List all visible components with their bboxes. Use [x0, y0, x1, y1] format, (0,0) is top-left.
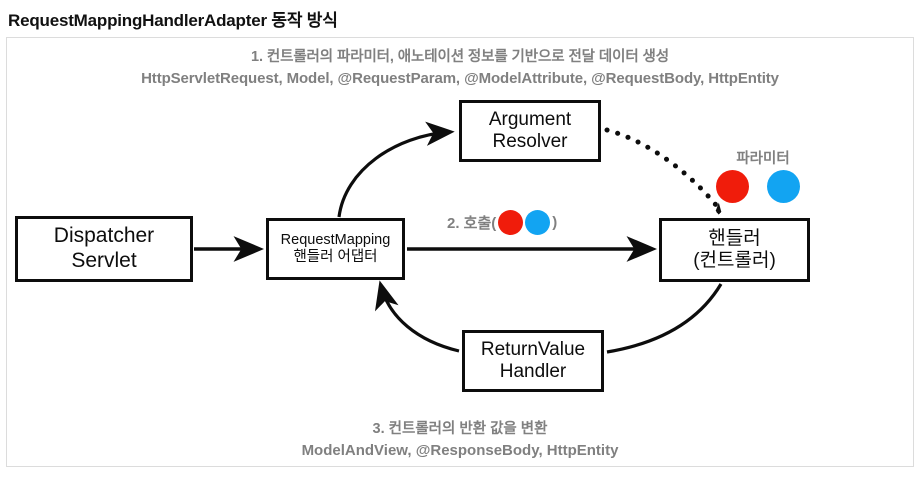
caption-step1-line1: 1. 컨트롤러의 파라미터, 애노테이션 정보를 기반으로 전달 데이터 생성 [251, 49, 669, 65]
edge-argument-resolver-to-handler [604, 127, 720, 210]
caption-step3-line2: ModelAndView, @ResponseBody, HttpEntity [301, 442, 619, 459]
node-handler-controller-line-1: 핸들러 [708, 227, 761, 249]
caption-step1-line2: HttpServletRequest, Model, @RequestParam… [141, 70, 779, 87]
node-handler-adapter: RequestMapping 핸들러 어댑터 [266, 218, 405, 280]
node-return-value-handler-line-1: ReturnValue [480, 338, 586, 360]
label-step2-prefix: 2. 호출( [447, 215, 497, 232]
edge-adapter-to-argument-resolver [337, 121, 455, 218]
node-argument-resolver: Argument Resolver [459, 100, 601, 162]
label-step2-suffix: ) [552, 214, 558, 231]
parameter-dots [716, 170, 800, 203]
page-title: RequestMappingHandlerAdapter 동작 방식 [8, 11, 338, 30]
caption-step3-line1: 3. 컨트롤러의 반환 값을 변환 [372, 421, 548, 437]
node-handler-adapter-line-2: 핸들러 어댑터 [293, 249, 378, 265]
diagram-canvas: 1. 컨트롤러의 파라미터, 애노테이션 정보를 기반으로 전달 데이터 생성 … [7, 38, 913, 466]
node-argument-resolver-line-1: Argument [488, 108, 572, 130]
node-return-value-handler: ReturnValue Handler [462, 330, 604, 392]
node-handler-adapter-line-1: RequestMapping [280, 231, 391, 248]
blue-dot-icon [767, 170, 800, 203]
label-step2: 2. 호출( ) [447, 210, 557, 235]
diagram-frame: 1. 컨트롤러의 파라미터, 애노테이션 정보를 기반으로 전달 데이터 생성 … [6, 37, 914, 467]
edge-return-value-handler-to-adapter [374, 280, 460, 353]
red-dot-icon [716, 170, 749, 203]
red-dot-icon [498, 210, 524, 235]
blue-dot-icon [525, 210, 551, 235]
node-dispatcher-servlet-line-2: Servlet [71, 249, 137, 272]
node-handler-controller: 핸들러 (컨트롤러) [659, 218, 810, 282]
node-dispatcher-servlet: Dispatcher Servlet [15, 216, 193, 282]
caption-parameter-label: 파라미터 [736, 151, 790, 167]
node-dispatcher-servlet-line-1: Dispatcher [53, 224, 155, 248]
node-return-value-handler-line-2: Handler [499, 361, 567, 382]
node-argument-resolver-line-2: Resolver [492, 131, 568, 152]
edge-handler-to-return-value-handler [606, 283, 723, 354]
node-handler-controller-line-2: (컨트롤러) [693, 250, 776, 271]
